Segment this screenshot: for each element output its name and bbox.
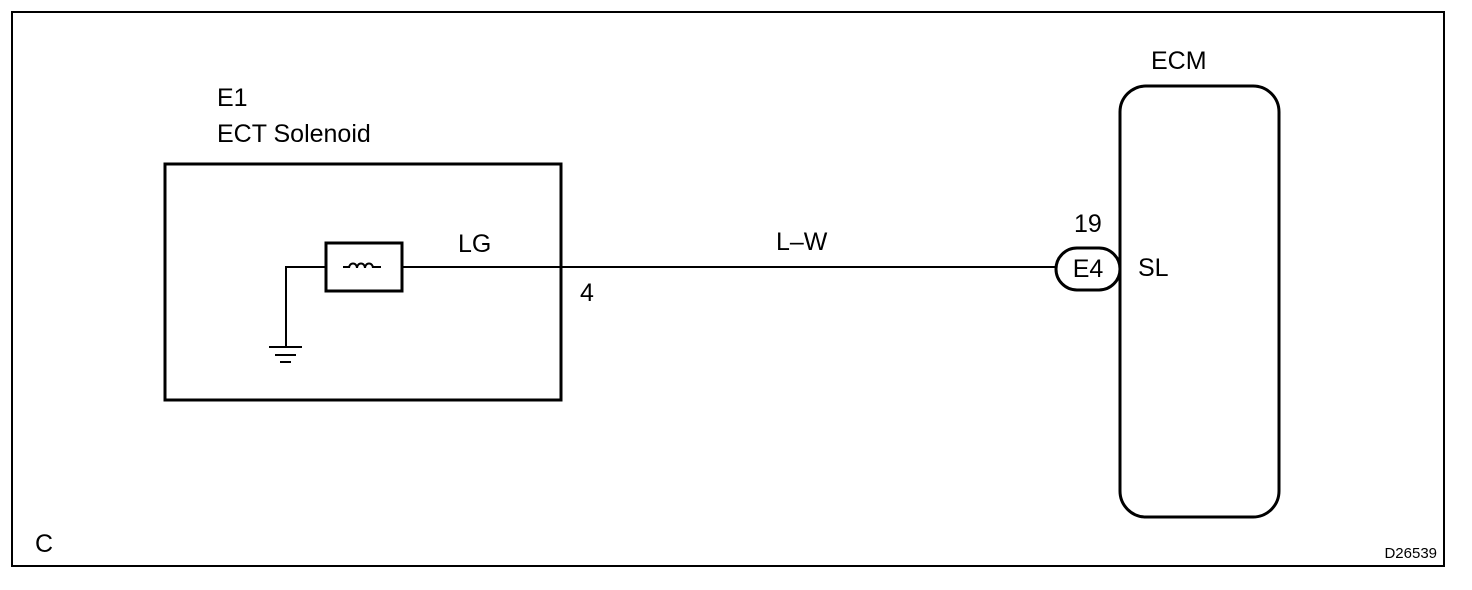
ecm-connector [1054,246,1122,292]
coil-icon [324,241,404,293]
figure-code: D26539 [1384,545,1437,562]
ecm-connector-code: E4 [1073,255,1104,283]
harness-wire-color: L–W [776,228,828,256]
ecm-pin-number: 19 [1074,210,1102,238]
solenoid-name: ECT Solenoid [217,120,371,148]
ecm-box [1118,84,1281,519]
ecm-signal-name: SL [1138,254,1169,282]
solenoid-box [163,162,563,402]
solenoid-connector-code: E1 [217,84,248,112]
ground-wire [285,266,326,346]
ecm-name: ECM [1151,47,1207,75]
diagram-frame [11,11,1445,567]
internal-wire-color: LG [458,230,491,258]
solenoid-terminal-number: 4 [580,279,594,307]
ground-icon [269,346,302,363]
corner-label: C [35,530,53,558]
